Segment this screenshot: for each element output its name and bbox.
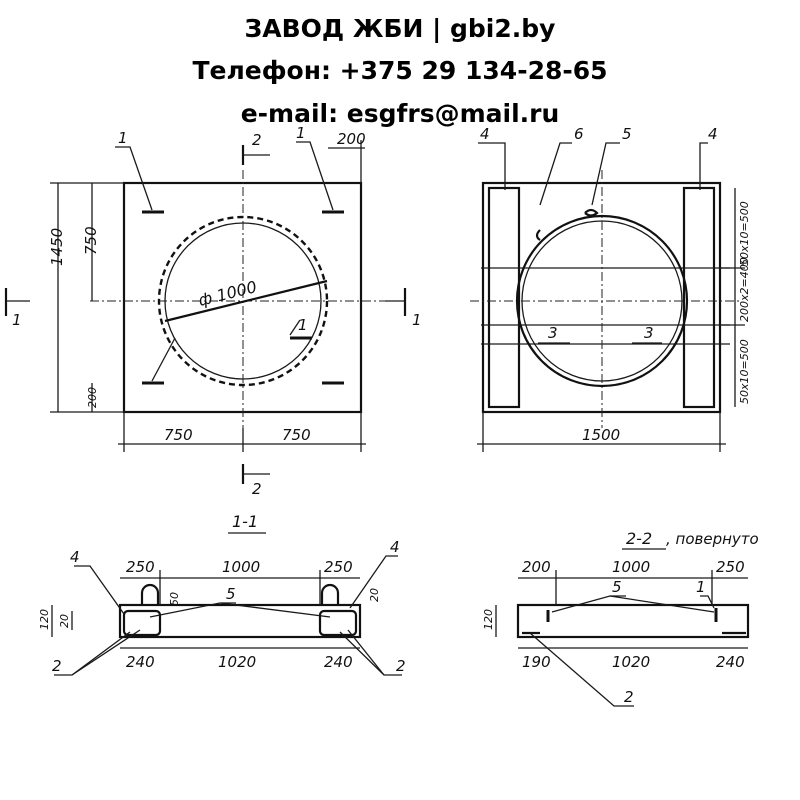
plan-leader-1a — [115, 146, 153, 211]
reinf-callout-3a: 3 — [548, 324, 558, 342]
reinforcement-view: 4 6 5 4 3 3 1500 50x10=500 200x2=400 50x… — [470, 125, 751, 452]
sec22-title: 2-2 — [626, 529, 652, 548]
header-email: e-mail: esgfrs@mail.ru — [240, 99, 560, 128]
reinf-frame-left — [487, 186, 521, 409]
sec11-loop-left — [140, 583, 160, 605]
plan-section-1-right: 1 — [412, 311, 422, 329]
plan-callout-1b: 1 — [296, 124, 306, 142]
sec22-leader-2 — [529, 632, 634, 707]
plan-dim-200-top: 200 — [337, 130, 366, 148]
sec11-callout-4a: 4 — [70, 548, 80, 566]
header-phone: Телефон: +375 29 134-28-65 — [192, 56, 608, 85]
reinf-callout-4b: 4 — [708, 125, 718, 143]
plan-view: ф 1000 1 1 1 2 2 1 1 1450 750 — [4, 124, 422, 498]
sec11-leader-5b — [219, 602, 331, 618]
sec22-leader-5b — [609, 595, 715, 613]
sec11-dim-1020: 1020 — [218, 653, 256, 671]
sec22-callout-1: 1 — [696, 578, 706, 596]
sec11-leader-4b — [349, 555, 398, 609]
reinf-callout-4a: 4 — [480, 125, 490, 143]
sec11-loop-right — [320, 583, 340, 605]
reinf-leader-4b — [699, 142, 708, 190]
sec11-dim-50: 50 — [168, 592, 181, 606]
sec22-dim-1000: 1000 — [612, 558, 650, 576]
sec11-dim-1000: 1000 — [222, 558, 260, 576]
reinf-leader-6 — [539, 142, 572, 206]
sec22-title-note: , повернуто — [666, 530, 759, 548]
section-1-1: 1-1 250 1000 250 120 20 20 50 240 1020 2… — [38, 512, 406, 676]
sec22-callout-2: 2 — [624, 688, 634, 706]
plan-callout-1a: 1 — [118, 129, 128, 147]
reinf-callout-5: 5 — [622, 125, 632, 143]
sec11-leader-2b — [71, 629, 141, 676]
plan-diameter-line — [164, 279, 328, 323]
sec11-slab — [118, 603, 362, 639]
sec11-dim-20a: 20 — [58, 614, 71, 628]
sec11-dim-20b: 20 — [368, 588, 381, 602]
sec11-callout-5: 5 — [226, 585, 236, 603]
reinf-callout-6: 6 — [574, 125, 584, 143]
sec11-dim-120: 120 — [38, 609, 51, 630]
reinf-leader-4a — [478, 142, 506, 190]
plan-dim-1450: 1450 — [48, 228, 66, 266]
sec11-frame-right — [318, 609, 358, 637]
reinf-side-dim-3: 50x10=500 — [738, 339, 751, 404]
sec11-leader-4a — [74, 565, 125, 615]
sec11-callout-2b: 2 — [396, 657, 406, 675]
sec11-callout-2a: 2 — [52, 657, 62, 675]
section-2-2: 2-2 , повернуто 200 1000 250 120 190 102… — [482, 529, 759, 707]
reinf-opening-circle — [515, 214, 689, 388]
plan-dim-200-left: 200 — [86, 387, 99, 408]
sec22-dim-200: 200 — [522, 558, 551, 576]
plan-leader-1c — [289, 319, 301, 336]
reinf-callout-3b: 3 — [644, 324, 654, 342]
sec22-dim-190: 190 — [522, 653, 551, 671]
sec11-title: 1-1 — [232, 512, 258, 531]
sec22-leader-1 — [700, 595, 715, 609]
plan-section-1-left: 1 — [12, 311, 22, 329]
sec11-leader-2d — [347, 629, 385, 676]
sec22-dim-120: 120 — [482, 609, 495, 630]
plan-leader-1d — [151, 337, 176, 382]
sec11-frame-left — [122, 609, 162, 637]
reinf-side-dim-1: 50x10=500 — [738, 201, 751, 266]
plan-dim-750-right: 750 — [282, 426, 311, 444]
sec11-dim-250b: 250 — [324, 558, 353, 576]
sec22-dim-1020: 1020 — [612, 653, 650, 671]
reinf-loop-top — [584, 208, 599, 217]
plan-opening-circle — [157, 215, 329, 387]
reinf-loop-left — [535, 229, 541, 241]
sec11-dim-240a: 240 — [126, 653, 155, 671]
plan-dim-750-vert: 750 — [82, 226, 100, 255]
plan-section-2-bottom: 2 — [252, 480, 262, 498]
sec11-callout-4b: 4 — [390, 538, 400, 556]
sec22-callout-5: 5 — [612, 578, 622, 596]
plan-section-2-top: 2 — [252, 131, 262, 149]
sec11-leader-2a — [54, 631, 131, 676]
plan-leader-1b — [296, 141, 334, 211]
reinf-side-dim-2: 200x2=400 — [738, 257, 751, 322]
plan-opening-inner — [164, 222, 322, 380]
sec22-slab — [516, 603, 750, 639]
sec11-dim-240b: 240 — [324, 653, 353, 671]
sec22-dim-240: 240 — [716, 653, 745, 671]
header-title: ЗАВОД ЖБИ | gbi2.by — [244, 14, 556, 43]
reinf-leader-5 — [591, 142, 620, 206]
sec22-dim-250: 250 — [716, 558, 745, 576]
reinf-dim-1500: 1500 — [582, 426, 620, 444]
sec11-dim-250a: 250 — [126, 558, 155, 576]
plan-dim-750-left: 750 — [164, 426, 193, 444]
reinf-opening-ring — [521, 220, 683, 382]
plan-callout-1c: 1 — [298, 316, 308, 334]
reinf-frame-right — [682, 186, 716, 409]
